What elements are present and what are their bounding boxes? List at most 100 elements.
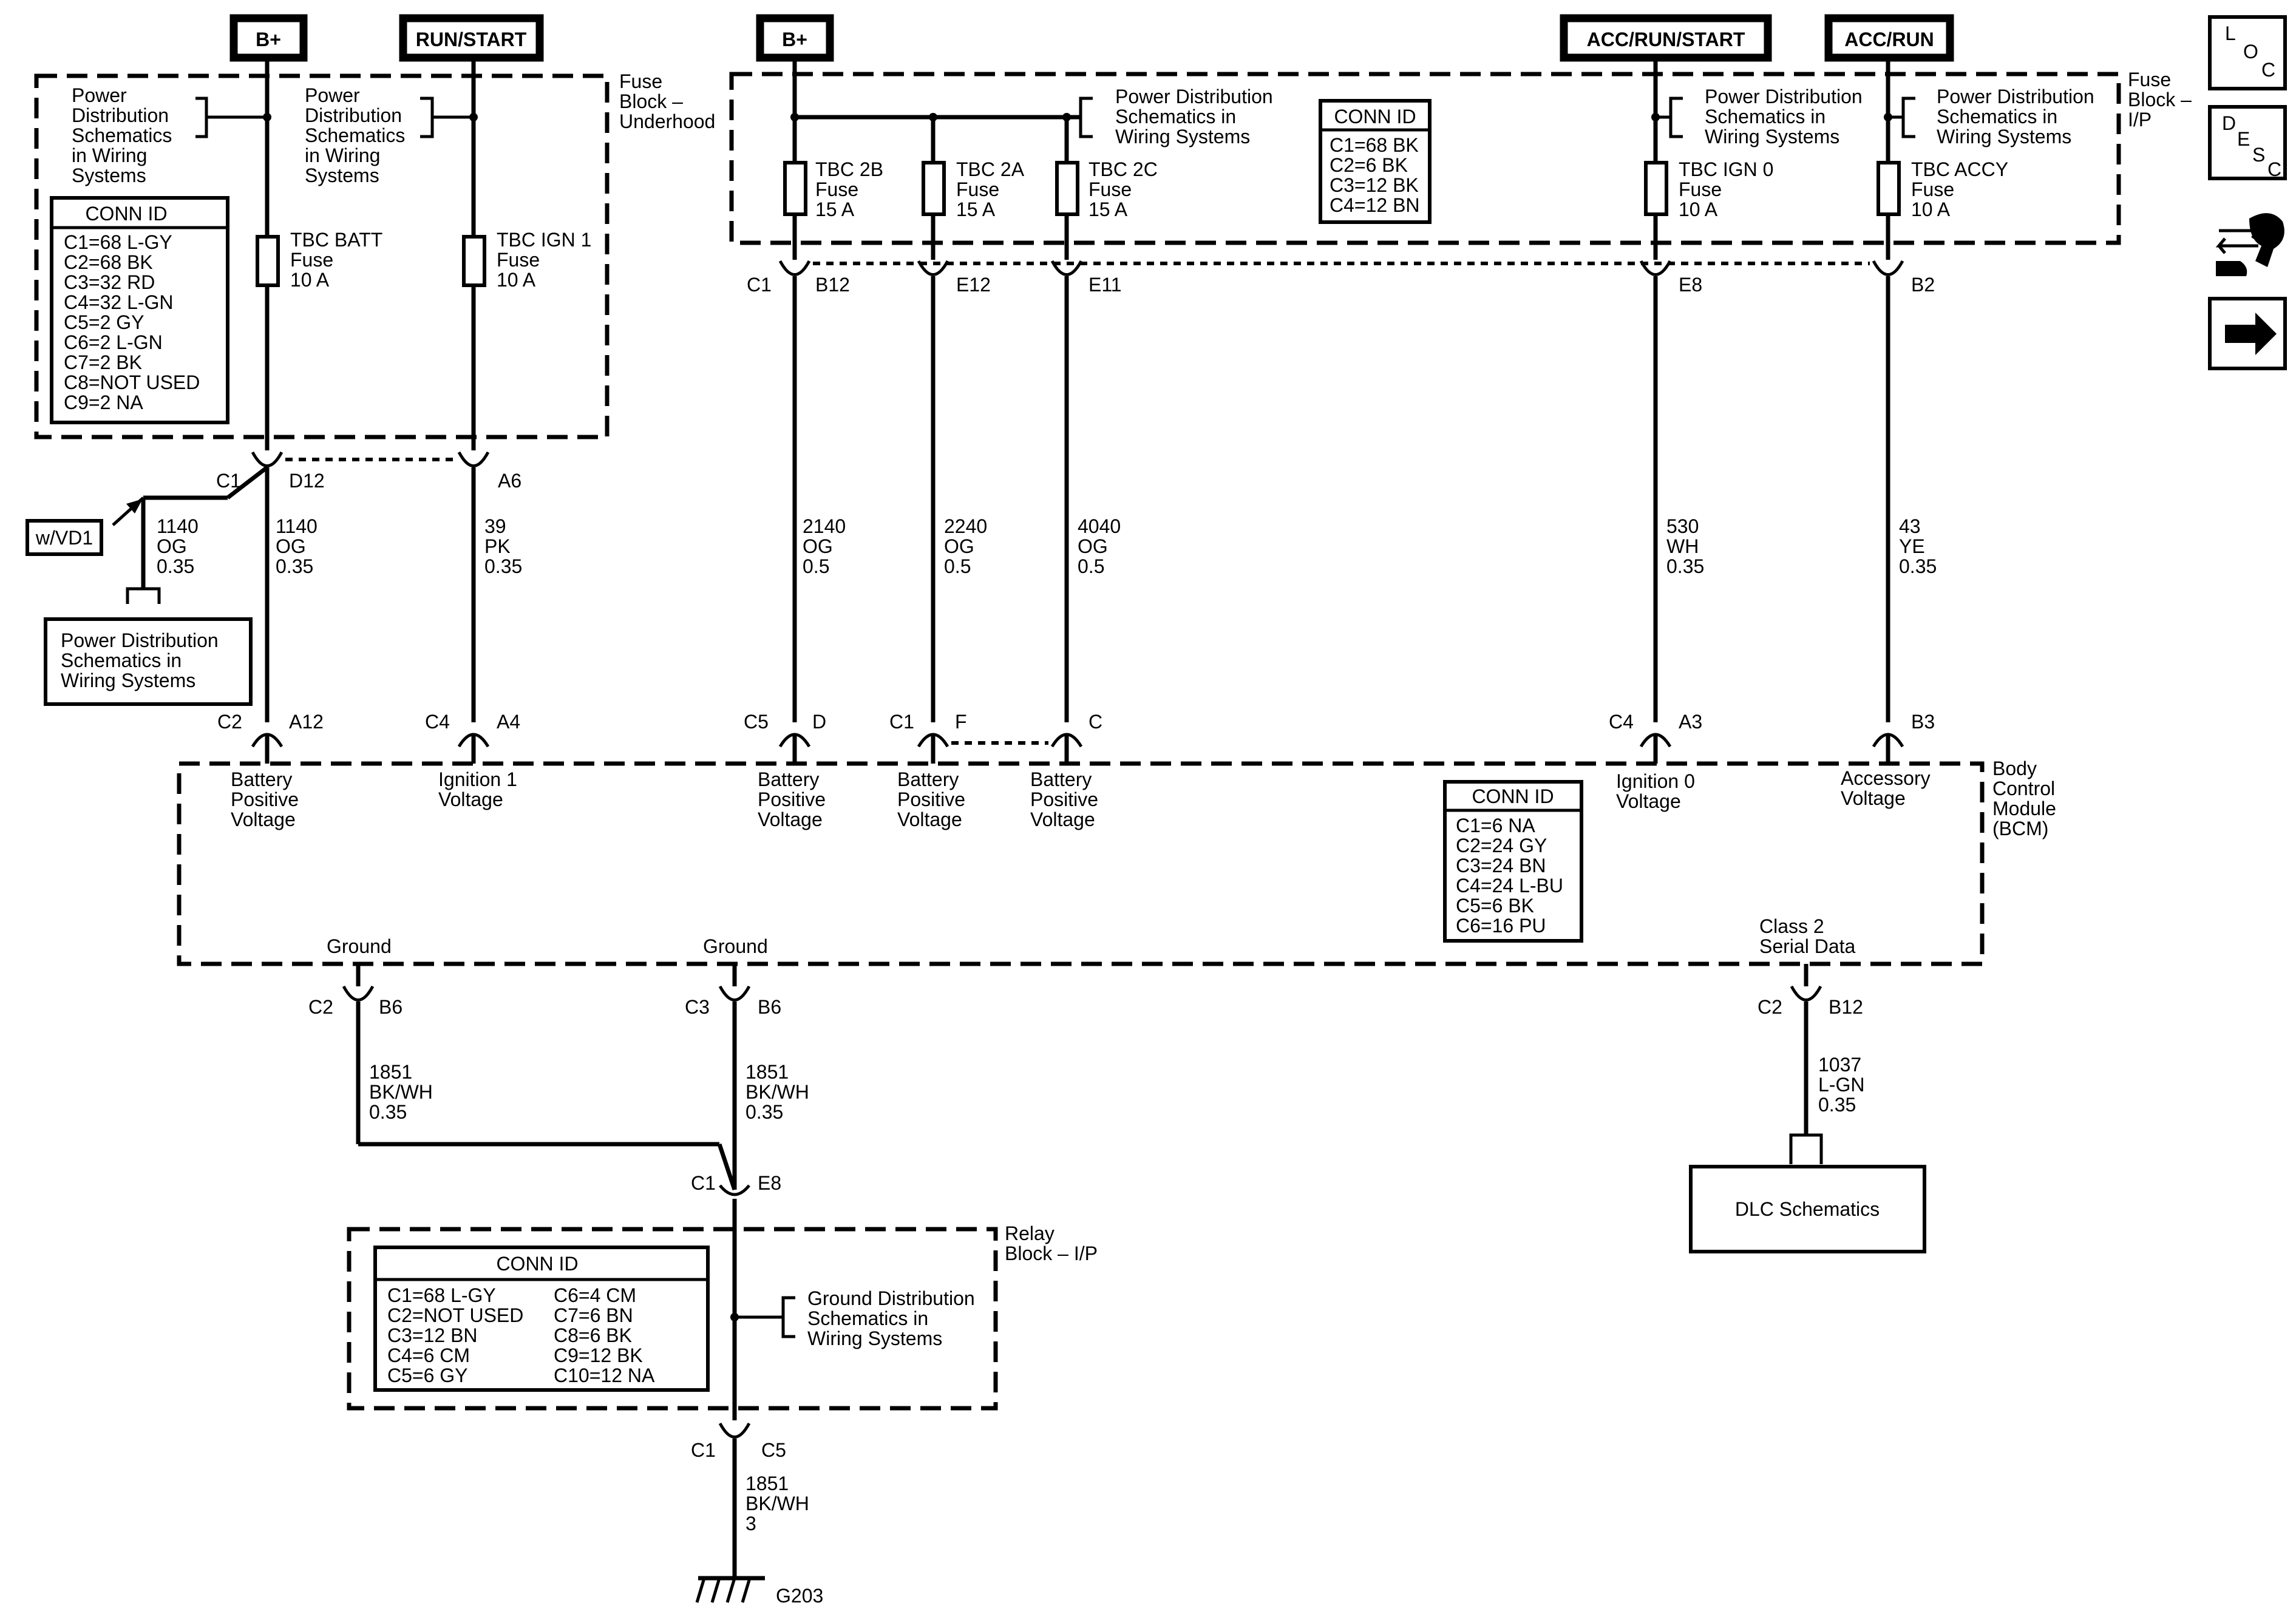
svg-text:Voltage: Voltage — [758, 808, 823, 830]
fuse-tbc-ign1-label: TBC IGN 1 Fuse 10 A — [497, 229, 591, 291]
svg-text:A12: A12 — [289, 711, 324, 733]
svg-text:B12: B12 — [815, 274, 850, 296]
svg-text:530: 530 — [1666, 515, 1699, 537]
svg-text:C3=24 BN: C3=24 BN — [1456, 855, 1546, 876]
power-source-label: ACC/RUN/START — [1587, 29, 1745, 50]
svg-text:C7=6 BN: C7=6 BN — [554, 1304, 633, 1326]
svg-text:E8: E8 — [758, 1172, 781, 1194]
circuit-1851-ground: 1851 BK/WH 3 — [746, 1473, 809, 1534]
svg-text:in Wiring: in Wiring — [72, 144, 147, 166]
svg-text:E8: E8 — [1679, 274, 1702, 296]
svg-text:Voltage: Voltage — [1841, 787, 1906, 809]
svg-text:10 A: 10 A — [497, 269, 536, 291]
ground-point-label: G203 — [776, 1585, 823, 1607]
svg-text:0.35: 0.35 — [369, 1101, 407, 1123]
svg-text:C1: C1 — [691, 1172, 716, 1194]
svg-text:1140: 1140 — [276, 515, 318, 537]
svg-text:Distribution: Distribution — [305, 104, 402, 126]
svg-text:C2=68 BK: C2=68 BK — [64, 251, 153, 273]
svg-text:C2: C2 — [308, 996, 333, 1018]
svg-text:0.35: 0.35 — [276, 555, 313, 577]
svg-text:Voltage: Voltage — [1030, 808, 1095, 830]
svg-text:Serial Data: Serial Data — [1759, 935, 1856, 957]
svg-text:Schematics in: Schematics in — [61, 649, 182, 671]
power-distribution-reference: Power Distribution Schematics in Wiring … — [72, 84, 172, 186]
svg-text:Ground Distribution: Ground Distribution — [807, 1287, 975, 1309]
svg-text:10 A: 10 A — [1679, 198, 1718, 220]
svg-text:D12: D12 — [289, 470, 325, 492]
bcm-connector-a3: C4 A3 — [1609, 711, 1702, 764]
desc-icon[interactable]: D E S C — [2208, 105, 2287, 180]
svg-text:C: C — [1089, 711, 1102, 733]
bcm-label: Body Control Module (BCM) — [1992, 758, 2056, 839]
loc-icon[interactable]: L O C — [2208, 15, 2287, 90]
svg-text:(BCM): (BCM) — [1992, 818, 2048, 839]
svg-text:TBC ACCY: TBC ACCY — [1911, 158, 2008, 180]
svg-text:C4: C4 — [425, 711, 450, 733]
svg-text:OG: OG — [157, 535, 187, 557]
circuit-2140: 2140 OG 0.5 — [803, 515, 846, 577]
fuse-tbc-accy — [1877, 161, 1901, 216]
svg-text:C2: C2 — [1758, 996, 1782, 1018]
power-distribution-reference-box[interactable]: Power Distribution Schematics in Wiring … — [44, 617, 253, 706]
svg-text:1140: 1140 — [157, 515, 199, 537]
fuse-block-ip-label: Fuse Block – I/P — [2128, 69, 2192, 131]
fuse-tbc-ign1 — [462, 235, 486, 287]
svg-text:CONN ID: CONN ID — [1334, 106, 1416, 127]
circuit-39: 39 PK 0.35 — [484, 515, 522, 577]
fuse-tbc-2b-label: TBC 2B Fuse 15 A — [815, 158, 883, 220]
svg-text:C5: C5 — [744, 711, 769, 733]
svg-text:C3=12 BK: C3=12 BK — [1330, 174, 1419, 196]
svg-text:2240: 2240 — [944, 515, 987, 537]
svg-text:F: F — [955, 711, 967, 733]
svg-text:1851: 1851 — [746, 1473, 789, 1494]
svg-text:C1: C1 — [889, 711, 914, 733]
svg-text:10 A: 10 A — [290, 269, 330, 291]
svg-text:Power: Power — [305, 84, 360, 106]
svg-text:0.5: 0.5 — [944, 555, 971, 577]
circuit-1851-left: 1851 BK/WH 0.35 — [369, 1061, 433, 1123]
svg-text:B6: B6 — [379, 996, 402, 1018]
svg-text:OG: OG — [944, 535, 974, 557]
svg-text:0.35: 0.35 — [484, 555, 522, 577]
svg-text:Block – I/P: Block – I/P — [1005, 1242, 1098, 1264]
svg-text:Power: Power — [72, 84, 127, 106]
conn-id-table: CONN ID C1=68 BK C2=6 BK C3=12 BK C4=12 … — [1319, 99, 1432, 224]
svg-text:Fuse: Fuse — [1911, 178, 1954, 200]
power-source-acc-run-start: ACC/RUN/START — [1560, 14, 1772, 62]
circuit-530: 530 WH 0.35 — [1666, 515, 1704, 577]
svg-text:A3: A3 — [1679, 711, 1702, 733]
svg-text:10 A: 10 A — [1911, 198, 1951, 220]
dlc-schematics-reference-box[interactable]: DLC Schematics — [1689, 1165, 1926, 1253]
svg-text:Fuse: Fuse — [497, 249, 540, 271]
svg-text:0.35: 0.35 — [157, 555, 194, 577]
svg-text:C4=32 L-GN: C4=32 L-GN — [64, 291, 174, 313]
svg-text:1851: 1851 — [369, 1061, 412, 1083]
svg-text:CONN ID: CONN ID — [496, 1253, 578, 1275]
svg-text:Wiring Systems: Wiring Systems — [1705, 126, 1839, 147]
svg-text:CONN ID: CONN ID — [1472, 785, 1554, 807]
svg-text:Module: Module — [1992, 798, 2056, 819]
svg-text:C4=6 CM: C4=6 CM — [387, 1344, 470, 1366]
svg-text:Schematics in: Schematics in — [1115, 106, 1236, 127]
svg-text:Power Distribution: Power Distribution — [1705, 86, 1863, 107]
connector-d12 — [251, 451, 284, 467]
svg-text:C7=2 BK: C7=2 BK — [64, 351, 142, 373]
bcm-pin-battery-positive-voltage: Battery Positive Voltage — [1030, 768, 1098, 830]
bcm-ground-label: Ground — [703, 935, 768, 957]
ground-symbol-icon — [695, 1576, 765, 1603]
svg-text:Schematics: Schematics — [72, 124, 172, 146]
power-distribution-reference: Power Distribution Schematics in Wiring … — [1937, 86, 2094, 147]
tools-icon[interactable] — [2215, 213, 2284, 276]
svg-text:I/P: I/P — [2128, 109, 2152, 131]
svg-text:Wiring Systems: Wiring Systems — [1937, 126, 2071, 147]
svg-text:Schematics in: Schematics in — [1937, 106, 2057, 127]
power-distribution-reference: Power Distribution Schematics in Wiring … — [1115, 86, 1273, 147]
svg-text:3: 3 — [746, 1513, 756, 1534]
svg-text:39: 39 — [484, 515, 506, 537]
next-arrow-icon[interactable] — [2208, 297, 2287, 370]
circuit-4040: 4040 OG 0.5 — [1078, 515, 1121, 577]
bcm-ground-label: Ground — [327, 935, 392, 957]
svg-text:Voltage: Voltage — [1616, 790, 1681, 812]
ground-distribution-reference: Ground Distribution Schematics in Wiring… — [807, 1287, 975, 1349]
